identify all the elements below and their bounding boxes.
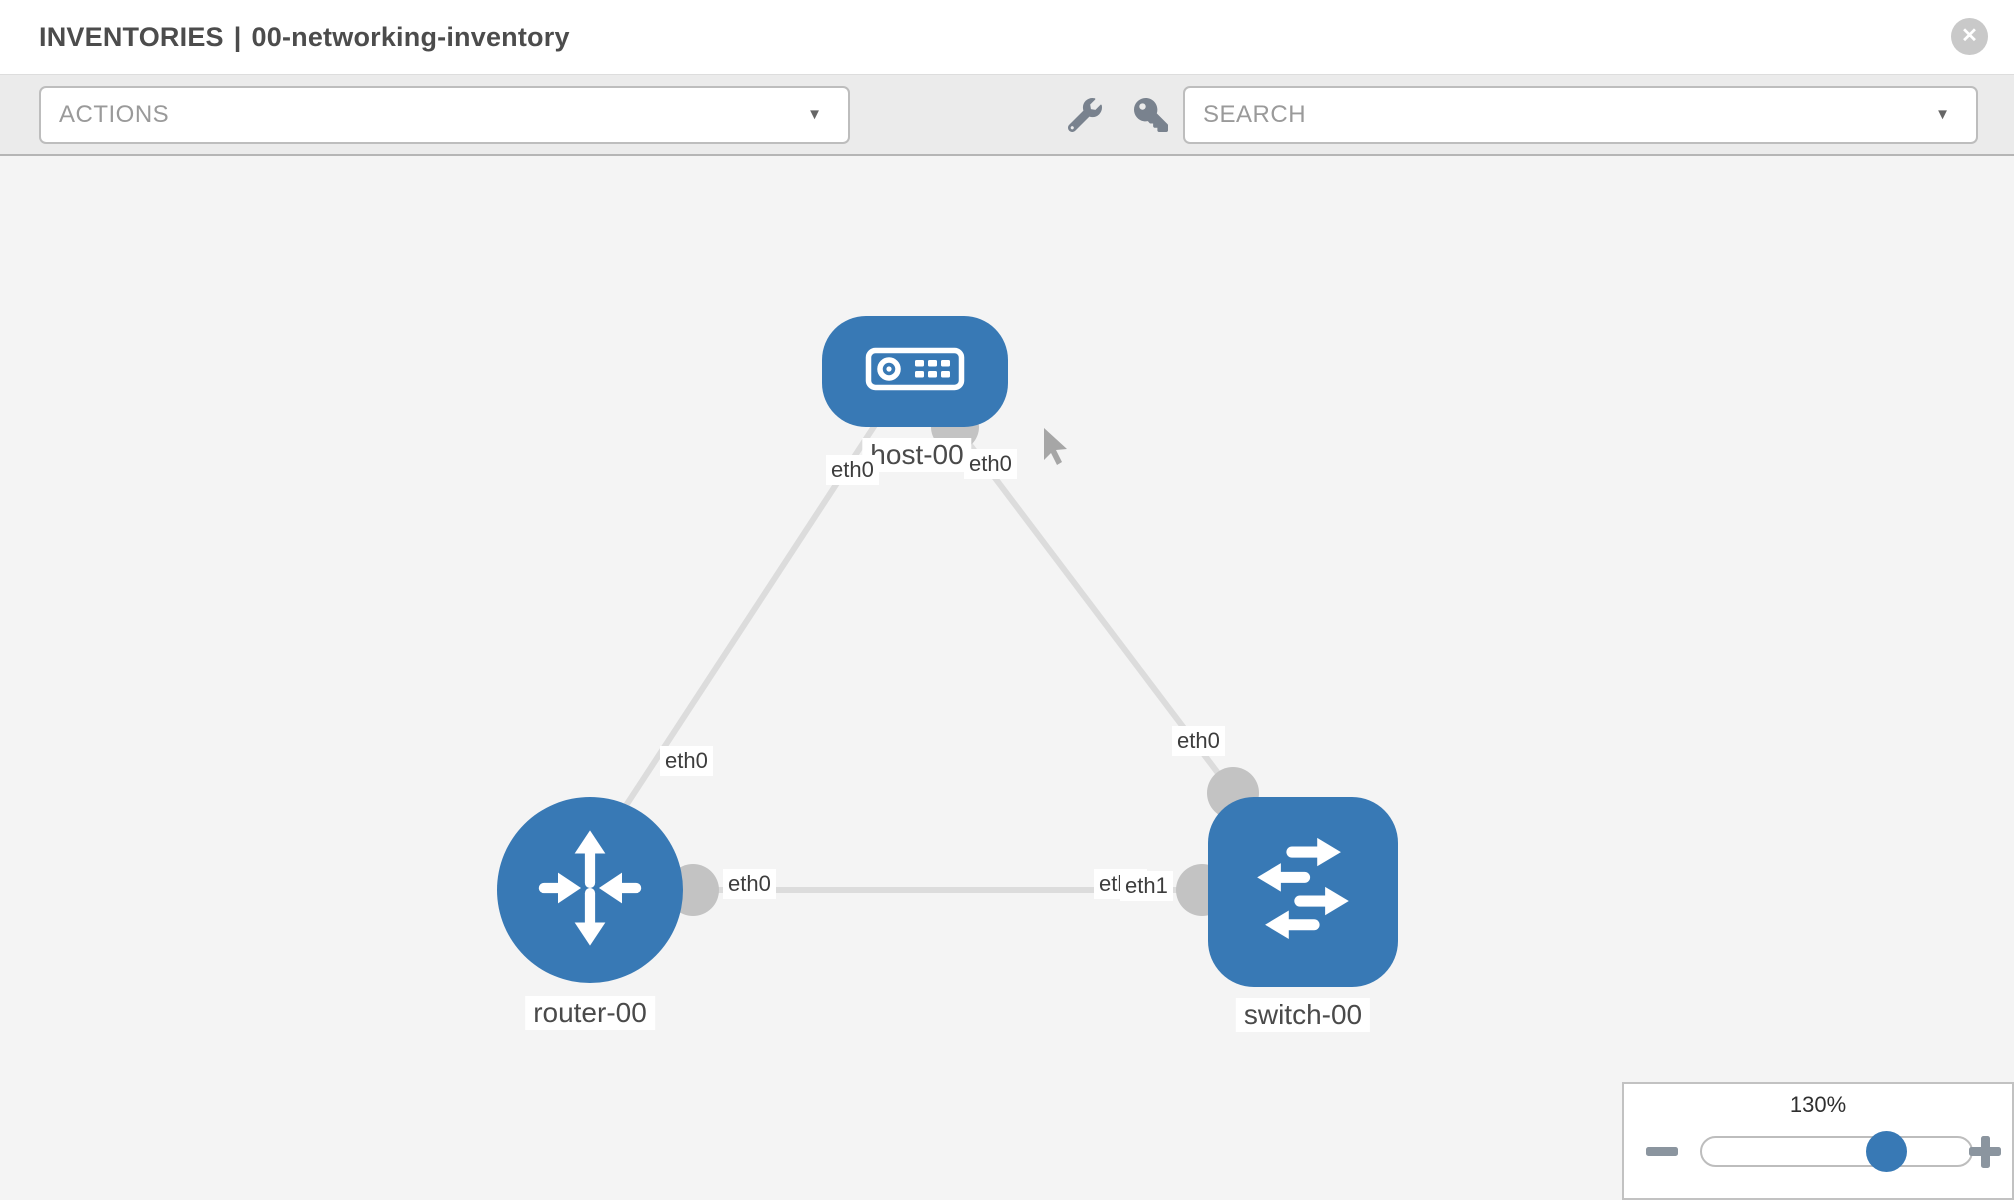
zoom-slider[interactable] [1700, 1136, 1973, 1167]
iface-label-switch-to-host: eth0 [1172, 726, 1225, 756]
node-switch-00[interactable] [1208, 797, 1398, 987]
node-label-host-00: host-00 [862, 438, 972, 472]
iface-label-host-to-switch: eth0 [964, 449, 1017, 479]
page-title: INVENTORIES | 00-networking-inventory [39, 0, 570, 74]
node-label-router-00: router-00 [525, 996, 655, 1030]
zoom-in-button[interactable] [1963, 1129, 2007, 1173]
topology-canvas[interactable] [0, 156, 2014, 1200]
close-icon: ✕ [1961, 25, 1978, 47]
configure-button[interactable] [1062, 93, 1108, 139]
iface-label-switch-eth1: eth1 [1120, 871, 1173, 901]
node-host-00[interactable] [822, 316, 1008, 427]
breadcrumb-separator: | [233, 22, 242, 52]
breadcrumb[interactable]: INVENTORIES [39, 22, 224, 52]
zoom-level-label: 130% [1789, 1092, 1847, 1117]
close-button[interactable]: ✕ [1951, 18, 1988, 55]
caret-down-icon: ▼ [807, 106, 822, 123]
caret-down-icon: ▼ [1935, 106, 1950, 123]
key-icon [1134, 97, 1168, 135]
toolbar: ACTIONS ▼ SEARCH ▼ [0, 74, 2014, 156]
page-header: INVENTORIES | 00-networking-inventory ✕ [0, 0, 2014, 74]
host-icon [865, 346, 965, 397]
node-router-00[interactable] [497, 797, 683, 983]
node-label-switch-00: switch-00 [1235, 998, 1371, 1032]
plus-icon [1980, 1135, 1990, 1168]
zoom-slider-thumb[interactable] [1866, 1131, 1907, 1172]
actions-dropdown-label: ACTIONS [59, 101, 170, 128]
search-placeholder: SEARCH [1203, 101, 1307, 128]
router-icon [526, 824, 654, 957]
zoom-out-button[interactable] [1640, 1129, 1684, 1173]
credentials-button[interactable] [1128, 93, 1174, 139]
wrench-icon [1067, 97, 1102, 135]
zoom-panel: 130% [1622, 1082, 2014, 1200]
iface-label-router-to-switch: eth0 [723, 869, 776, 899]
mouse-cursor [1044, 428, 1067, 465]
iface-label-router-to-host: eth0 [660, 746, 713, 776]
iface-label-host-to-router: eth0 [826, 455, 879, 485]
minus-icon [1646, 1147, 1678, 1156]
switch-icon [1224, 811, 1382, 974]
inventory-name: 00-networking-inventory [251, 22, 570, 52]
search-dropdown[interactable]: SEARCH ▼ [1183, 86, 1978, 144]
edge-host-router [607, 423, 878, 832]
actions-dropdown[interactable]: ACTIONS ▼ [39, 86, 850, 144]
